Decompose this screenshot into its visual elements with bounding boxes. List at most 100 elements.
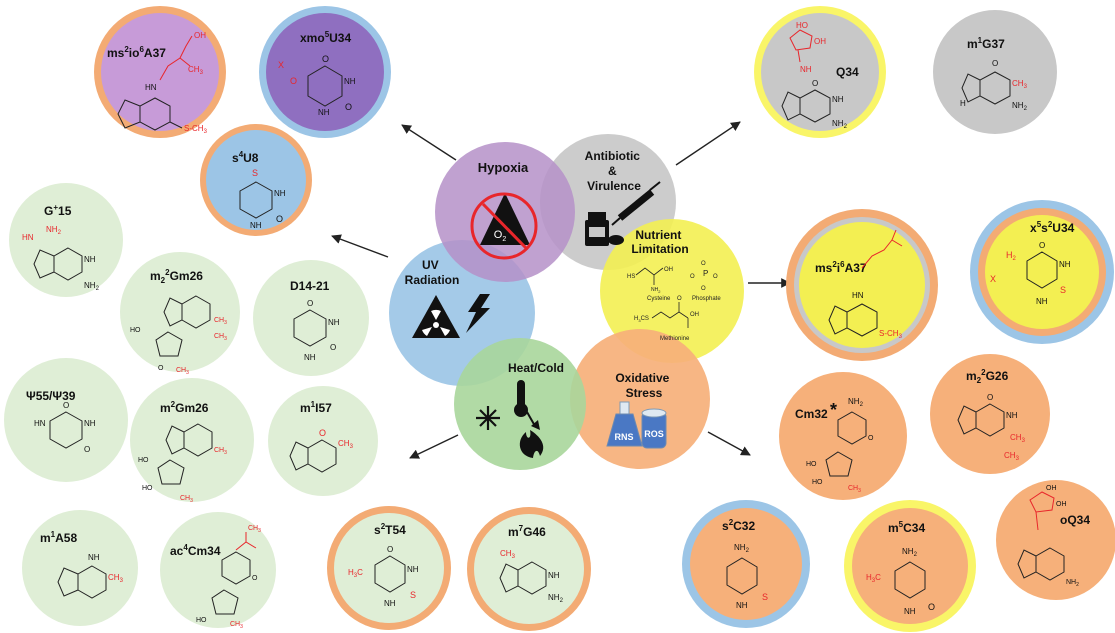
radiation-hazard-icon [412,295,460,338]
svg-text:m7G46: m7G46 [508,524,546,539]
svg-text:CH3: CH3 [180,495,193,504]
svg-text:CH3: CH3 [248,525,261,534]
hypoxia-label: Hypoxia [478,160,529,175]
svg-text:H: H [960,99,966,108]
svg-text:m22Gm26: m22Gm26 [150,268,203,285]
svg-text:O: O [330,343,336,352]
svg-text:NH2: NH2 [902,547,918,558]
cysteine-label: Cysteine [647,296,671,302]
svg-text:x5s2U34: x5s2U34 [1030,220,1075,235]
svg-text:H3CS: H3CS [634,316,649,323]
mod-m2Gm26: m2Gm26 HO CH3 HO CH3 [130,378,254,504]
svg-text:HO: HO [812,479,823,486]
svg-text:NH: NH [274,189,286,198]
svg-text:HS: HS [627,274,635,280]
o2-triangle-icon [480,193,530,245]
svg-text:O: O [868,435,874,442]
svg-text:CH3: CH3 [176,367,189,376]
svg-text:NH: NH [344,77,356,86]
thermometer-icon [514,380,540,430]
svg-text:NH: NH [88,553,100,562]
phosphate-structure: P O O O O [690,261,718,292]
heat-cold-label: Heat/Cold [508,361,564,375]
mod-s2C32: s2C32 NH2 S NH [682,500,810,628]
svg-text:NH2: NH2 [1012,101,1028,112]
svg-text:CH3: CH3 [1010,433,1026,444]
svg-text:O: O [158,365,164,372]
svg-text:NH: NH [328,318,340,327]
oxidative-stress-circle [570,329,710,469]
svg-text:O: O [677,296,682,302]
svg-text:CH3: CH3 [848,485,861,494]
mod-psi55-psi39: Ψ55/Ψ39 O HN NH O [4,358,128,482]
svg-text:NH2: NH2 [734,543,750,554]
svg-text:CH3: CH3 [214,317,227,326]
mod-m1A58: m1A58 NH CH3 [22,510,138,626]
ros-flask-icon [641,408,667,449]
svg-text:S: S [1060,285,1066,295]
svg-text:D14-21: D14-21 [290,279,330,293]
svg-text:H3C: H3C [348,568,363,579]
svg-text:S: S [762,592,768,602]
svg-text:OH: OH [664,267,673,273]
mod-s2T54: s2T54 H3C O NH S NH [327,506,451,630]
methionine-structure [651,302,689,328]
rns-label: RNS [614,432,633,442]
svg-text:S-CH3: S-CH3 [879,329,903,340]
svg-text:CH3: CH3 [188,65,204,76]
svg-text:ac4Cm34: ac4Cm34 [170,543,221,558]
svg-text:O: O [812,79,818,88]
cysteine-structure [635,267,664,285]
antibiotic-label: Antibiotic & Virulence [585,149,644,193]
svg-text:m1I57: m1I57 [300,400,332,415]
svg-text:CH3: CH3 [230,621,243,630]
svg-text:O: O [928,602,935,612]
mod-Q34: Q34 HO OH NH O NH NH2 [754,6,886,138]
svg-text:HN: HN [852,291,864,300]
svg-text:OH: OH [690,312,699,318]
svg-text:HO: HO [138,457,149,464]
svg-text:HN: HN [22,233,34,242]
svg-text:O: O [690,274,695,280]
arrows [331,121,791,459]
svg-text:NH: NH [304,353,316,362]
uv-label: UV Radiation [405,258,460,287]
nutrient-limitation-circle [600,219,744,363]
svg-text:NH2: NH2 [848,397,864,408]
svg-text:O: O [345,102,352,112]
methionine-label: Methionine [660,336,690,342]
svg-text:S-CH3: S-CH3 [184,124,208,135]
phosphate-label: Phosphate [692,296,721,302]
arrow-heat [409,434,459,459]
mod-m22G26: m22G26 O NH CH3 CH3 [930,354,1050,474]
svg-text:m1G37: m1G37 [967,36,1005,51]
svg-text:HN: HN [34,419,46,428]
svg-text:O: O [387,545,393,554]
svg-text:s2T54: s2T54 [374,522,406,537]
svg-text:ms2io6A37: ms2io6A37 [107,45,166,60]
syringe-icon [611,181,661,226]
nutrient-label: Nutrient Limitation [631,228,688,256]
svg-text:NH: NH [1036,297,1048,306]
svg-text:NH: NH [736,601,748,610]
svg-text:O: O [319,428,326,438]
o2-label: O2 [494,229,507,243]
svg-text:HO: HO [806,461,817,468]
mod-ms2i6A37: ms2i6A37 HN S-CH3 [786,209,938,361]
svg-text:NH: NH [800,65,812,74]
svg-text:oQ34: oQ34 [1060,513,1090,527]
svg-text:O: O [987,393,993,402]
svg-text:H2: H2 [1006,250,1017,262]
mod-x5s2U34: x5s2U34 H2 X O NH S NH [970,200,1114,344]
svg-text:CH3: CH3 [338,439,354,450]
mod-ms2io6A37: ms2io6A37 OH CH3 HN S-CH3 [94,6,226,138]
svg-text:NH2: NH2 [84,281,100,292]
svg-text:NH: NH [904,607,916,616]
svg-text:NH: NH [84,419,96,428]
svg-text:S: S [410,590,416,600]
svg-text:CH3: CH3 [214,447,227,456]
ros-label: ROS [644,429,664,439]
svg-text:OH: OH [814,37,826,46]
no-symbol-slash [481,202,528,250]
